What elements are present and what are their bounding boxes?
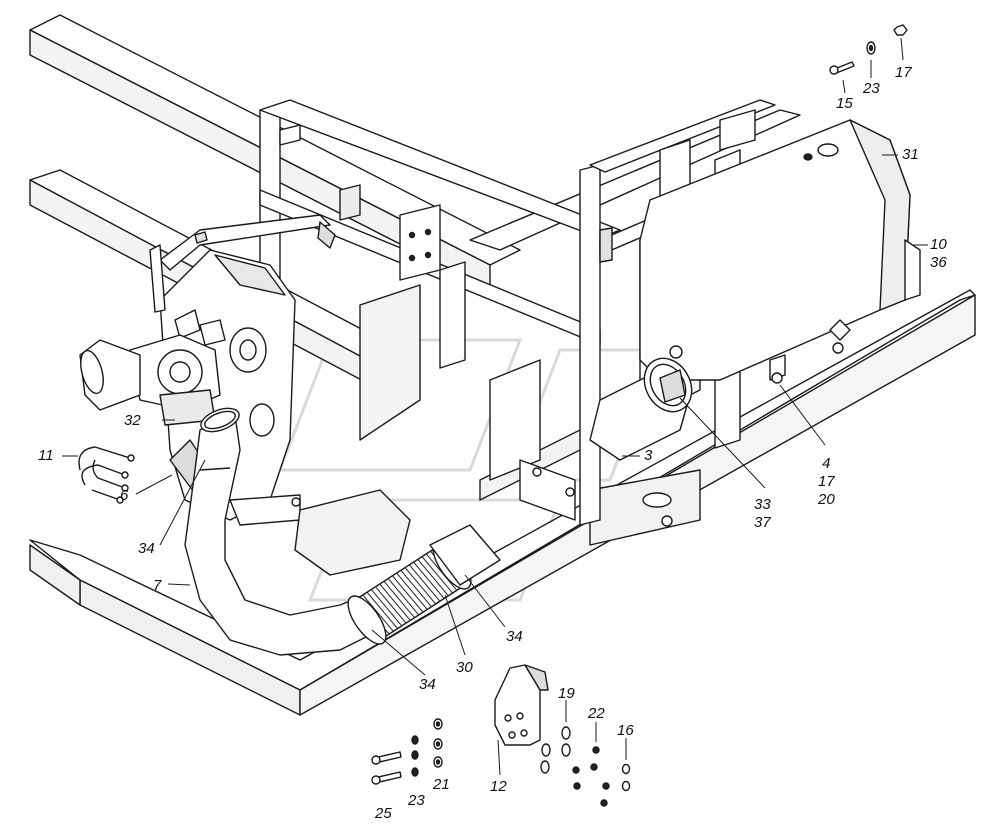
callout-15: 15 [836, 95, 853, 112]
callout-23-bottom: 23 [408, 792, 425, 809]
nuts-22 [572, 746, 610, 807]
nut-17-top [893, 24, 908, 36]
washers-19 [540, 726, 571, 774]
callout-16: 16 [617, 722, 634, 739]
callout-33-37: 33 37 [754, 496, 771, 532]
silencer-muffler [639, 119, 921, 384]
callout-34-right: 34 [506, 628, 523, 645]
callout-30: 30 [456, 659, 473, 676]
bolt-15 [829, 61, 855, 75]
callout-33: 33 [754, 496, 771, 513]
callout-21: 21 [433, 776, 450, 793]
nuts-16 [621, 763, 631, 792]
flex-hose-30 [347, 524, 501, 645]
callout-22: 22 [588, 705, 605, 722]
callout-4-17-20: 4 17 20 [818, 455, 835, 509]
turbocharger [79, 334, 221, 426]
callout-31: 31 [902, 146, 919, 163]
callout-17-top: 17 [895, 64, 912, 81]
nuts-21 [433, 718, 443, 768]
callout-7: 7 [153, 577, 162, 594]
callout-3: 3 [644, 447, 653, 464]
bracket-12 [494, 664, 549, 746]
leader-lines [62, 37, 928, 776]
callout-23-top: 23 [863, 80, 880, 97]
oil-sump [294, 489, 411, 576]
callout-10: 10 [930, 236, 947, 253]
callout-6: 6 [120, 487, 129, 504]
callout-36: 36 [930, 254, 947, 271]
callout-32: 32 [124, 412, 141, 429]
callout-20: 20 [818, 491, 835, 508]
callout-34-bottom: 34 [419, 676, 436, 693]
callout-34-left: 34 [138, 540, 155, 557]
clamp-33 [659, 369, 686, 403]
engine-block [149, 214, 336, 526]
callout-11: 11 [38, 447, 54, 464]
callout-25: 25 [375, 805, 392, 822]
callout-10-36: 10 36 [930, 236, 947, 272]
washer-23-top [866, 41, 876, 55]
cross-member [589, 469, 701, 546]
washers-23-bottom [411, 735, 419, 777]
callout-19: 19 [558, 685, 575, 702]
bolts-25 [371, 751, 402, 785]
callout-12: 12 [490, 778, 507, 795]
callout-37: 37 [754, 514, 771, 531]
u-bolts-11 [78, 446, 135, 504]
callout-17-right: 17 [818, 473, 835, 490]
callout-4: 4 [822, 455, 831, 472]
